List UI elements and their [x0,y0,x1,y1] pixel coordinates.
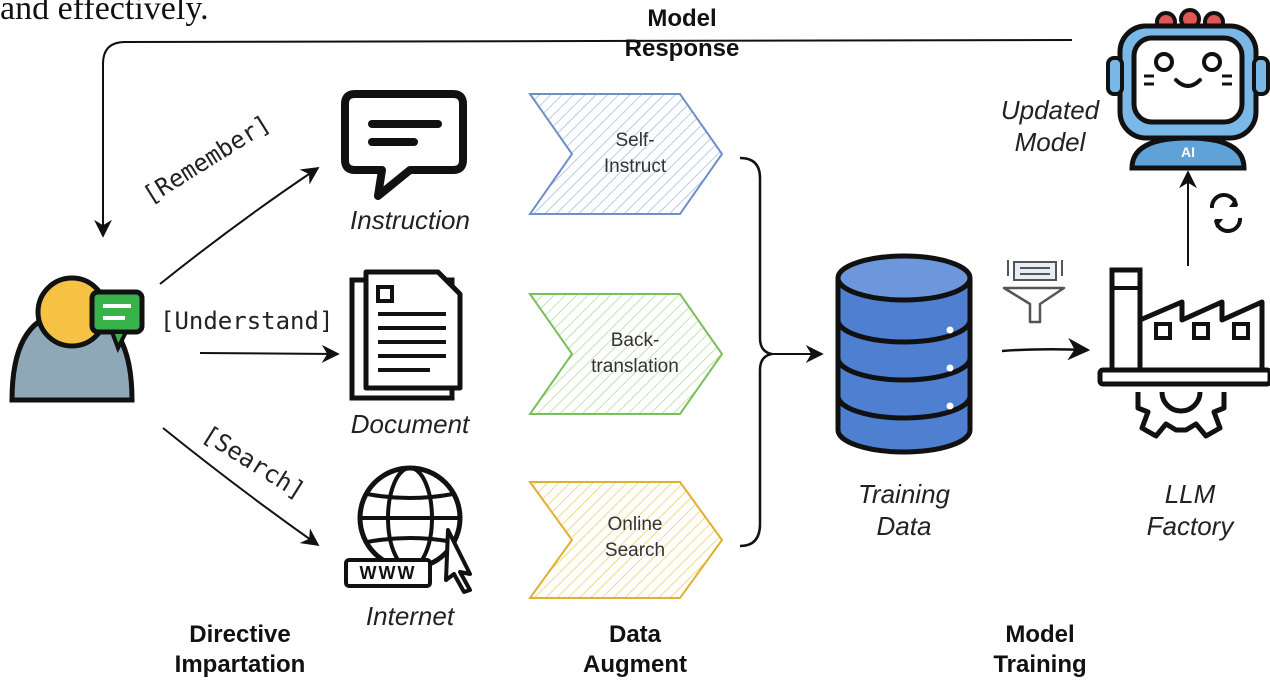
robot-icon [1106,8,1270,171]
feedback-loop-arrow [94,39,1073,238]
back-translation-chevron [528,293,724,415]
stage-model-training: Model Training [993,621,1087,678]
database-icon [835,253,973,455]
instruction-label: Instruction [350,205,470,235]
back-translation-label: Back- translation [591,330,679,377]
internet-label: Internet [365,601,455,631]
refresh-icon [1209,193,1243,233]
self-instruct-label: Self- Instruct [603,130,667,177]
user-icon [9,275,145,403]
merge-brace [739,156,773,548]
search-arrow [162,427,320,547]
www-badge: WWW [359,563,417,583]
filter-icon [1002,260,1066,324]
document-label: Document [350,409,470,439]
document-icon [349,269,463,401]
factory-icon [1097,267,1270,439]
updated-model-label: Updated Model [1000,95,1100,157]
globe-icon [344,465,472,594]
stage-data-augment: Data Augment [583,621,687,678]
self-instruct-chevron [528,93,724,215]
llm-factory-label: LLM Factory [1146,479,1234,541]
stage-directive-impartation: Directive Impartation [174,621,306,678]
caption-fragment: and effectively. [0,0,209,27]
online-search-label: Online Search [604,514,666,561]
training-data-label: Training Data [857,479,950,541]
understand-label: [Understand] [160,307,334,335]
online-search-chevron [528,481,724,599]
remember-arrow [159,167,320,285]
understand-arrow [199,344,340,363]
model-response-label: Model Response [624,5,740,62]
data-to-factory-arrow [1001,337,1091,361]
chat-bubble-icon [341,90,467,200]
ai-badge: AI [1181,144,1195,160]
